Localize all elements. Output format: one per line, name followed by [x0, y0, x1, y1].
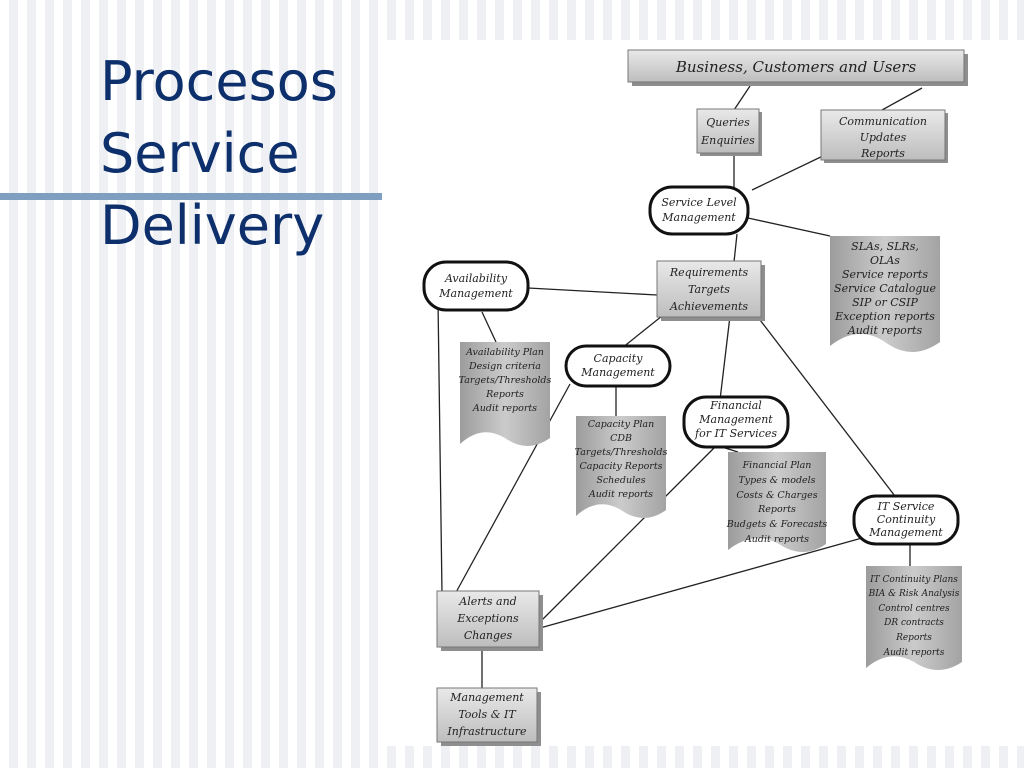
capacity-doc-line-5: Schedules — [596, 475, 645, 486]
financial-doc-line-1: Financial Plan — [742, 460, 812, 471]
sla-doc-line-1: SLAs, SLRs, — [851, 240, 919, 253]
sla-document: SLAs, SLRs, OLAs Service reports Service… — [830, 236, 940, 352]
itscm-label-2: Continuity — [877, 513, 936, 526]
capacity-document: Capacity Plan CDB Targets/Thresholds Cap… — [575, 416, 668, 518]
queries-box: Queries Enquiries — [696, 108, 762, 156]
communication-label: Communication — [839, 115, 927, 128]
tools-label-1: Management — [449, 691, 524, 704]
financial-document: Financial Plan Types & models Costs & Ch… — [726, 452, 828, 552]
diagram-panel: Business, Customers and Users Queries En… — [382, 40, 1024, 748]
targets-label: Targets — [688, 283, 730, 296]
availability-document: Availability Plan Design criteria Target… — [459, 342, 552, 446]
tools-label-3: Infrastructure — [446, 725, 527, 738]
capacity-doc-line-3: Targets/Thresholds — [575, 447, 668, 458]
capacity-doc-line-4: Capacity Reports — [579, 461, 662, 472]
financial-doc-line-4: Reports — [757, 504, 796, 515]
availability-doc-line-2: Design criteria — [468, 361, 541, 372]
slm-label-1: Service Level — [661, 196, 737, 209]
it-service-continuity-node: IT Service Continuity Management — [852, 494, 960, 546]
reports-label: Reports — [860, 147, 905, 160]
capacity-doc-line-6: Audit reports — [588, 489, 653, 500]
itscm-document: IT Continuity Plans BIA & Risk Analysis … — [866, 566, 962, 670]
capacity-doc-line-2: CDB — [610, 433, 632, 444]
service-level-management-node: Service Level Management — [648, 185, 750, 236]
achievements-label: Achievements — [669, 300, 748, 313]
sla-doc-line-4: Service Catalogue — [834, 282, 936, 295]
itscm-doc-line-6: Audit reports — [883, 648, 945, 658]
financial-management-node: Financial Management for IT Services — [682, 395, 790, 449]
financial-doc-line-5: Budgets & Forecasts — [726, 519, 828, 530]
connector-lines — [437, 85, 923, 690]
service-delivery-diagram: Business, Customers and Users Queries En… — [422, 49, 968, 748]
title-line-3: Delivery — [100, 194, 325, 257]
capacity-doc-line-1: Capacity Plan — [588, 419, 654, 430]
capacity-label-2: Management — [580, 366, 655, 379]
sla-doc-line-5: SIP or CSIP — [852, 296, 918, 309]
alerts-label-1: Alerts and — [458, 595, 516, 608]
availability-doc-line-3: Targets/Thresholds — [459, 375, 552, 386]
tools-label-2: Tools & IT — [458, 708, 517, 721]
slm-label-2: Management — [661, 211, 736, 224]
itscm-doc-line-5: Reports — [895, 633, 932, 643]
availability-doc-line-5: Audit reports — [472, 403, 537, 414]
itscm-doc-line-3: Control centres — [878, 604, 950, 614]
financial-label-2: Management — [698, 413, 773, 426]
management-tools-box: Management Tools & IT Infrastructure — [436, 687, 541, 748]
itscm-doc-line-2: BIA & Risk Analysis — [868, 589, 960, 599]
queries-label: Queries — [706, 116, 750, 129]
slide-title: Procesos Service Delivery — [100, 46, 390, 262]
sla-doc-line-6: Exception reports — [834, 310, 935, 323]
sla-doc-line-2: OLAs — [870, 254, 900, 267]
availability-doc-line-4: Reports — [485, 389, 524, 400]
title-line-1: Procesos — [100, 50, 338, 113]
itscm-label-1: IT Service — [877, 500, 935, 513]
capacity-management-node: Capacity Management — [564, 344, 672, 388]
alerts-label-3: Changes — [464, 629, 513, 642]
financial-label-3: for IT Services — [694, 427, 777, 440]
sla-doc-line-7: Audit reports — [847, 324, 923, 337]
financial-doc-line-6: Audit reports — [744, 534, 809, 545]
itscm-doc-line-1: IT Continuity Plans — [869, 575, 958, 585]
updates-label: Updates — [860, 131, 907, 144]
title-line-2: Service — [100, 122, 300, 185]
itscm-label-3: Management — [868, 526, 943, 539]
availability-label-1: Availability — [444, 272, 508, 285]
sla-doc-line-3: Service reports — [842, 268, 928, 281]
requirements-box: Requirements Targets Achievements — [656, 260, 765, 321]
financial-label-1: Financial — [709, 399, 762, 412]
availability-label-2: Management — [438, 287, 513, 300]
financial-doc-line-2: Types & models — [738, 475, 815, 486]
requirements-label: Requirements — [669, 266, 749, 279]
business-customers-users-label: Business, Customers and Users — [675, 58, 917, 76]
capacity-label-1: Capacity — [594, 352, 644, 365]
financial-doc-line-3: Costs & Charges — [736, 490, 817, 501]
availability-management-node: Availability Management — [422, 260, 530, 312]
availability-doc-line-1: Availability Plan — [465, 347, 544, 358]
alerts-label-2: Exceptions — [456, 612, 519, 625]
itscm-doc-line-4: DR contracts — [883, 618, 944, 628]
business-customers-users-box: Business, Customers and Users — [627, 49, 968, 86]
alerts-exceptions-box: Alerts and Exceptions Changes — [436, 590, 543, 651]
communication-box: Communication Updates Reports — [820, 109, 948, 163]
title-divider — [0, 193, 384, 200]
enquiries-label: Enquiries — [700, 134, 755, 147]
